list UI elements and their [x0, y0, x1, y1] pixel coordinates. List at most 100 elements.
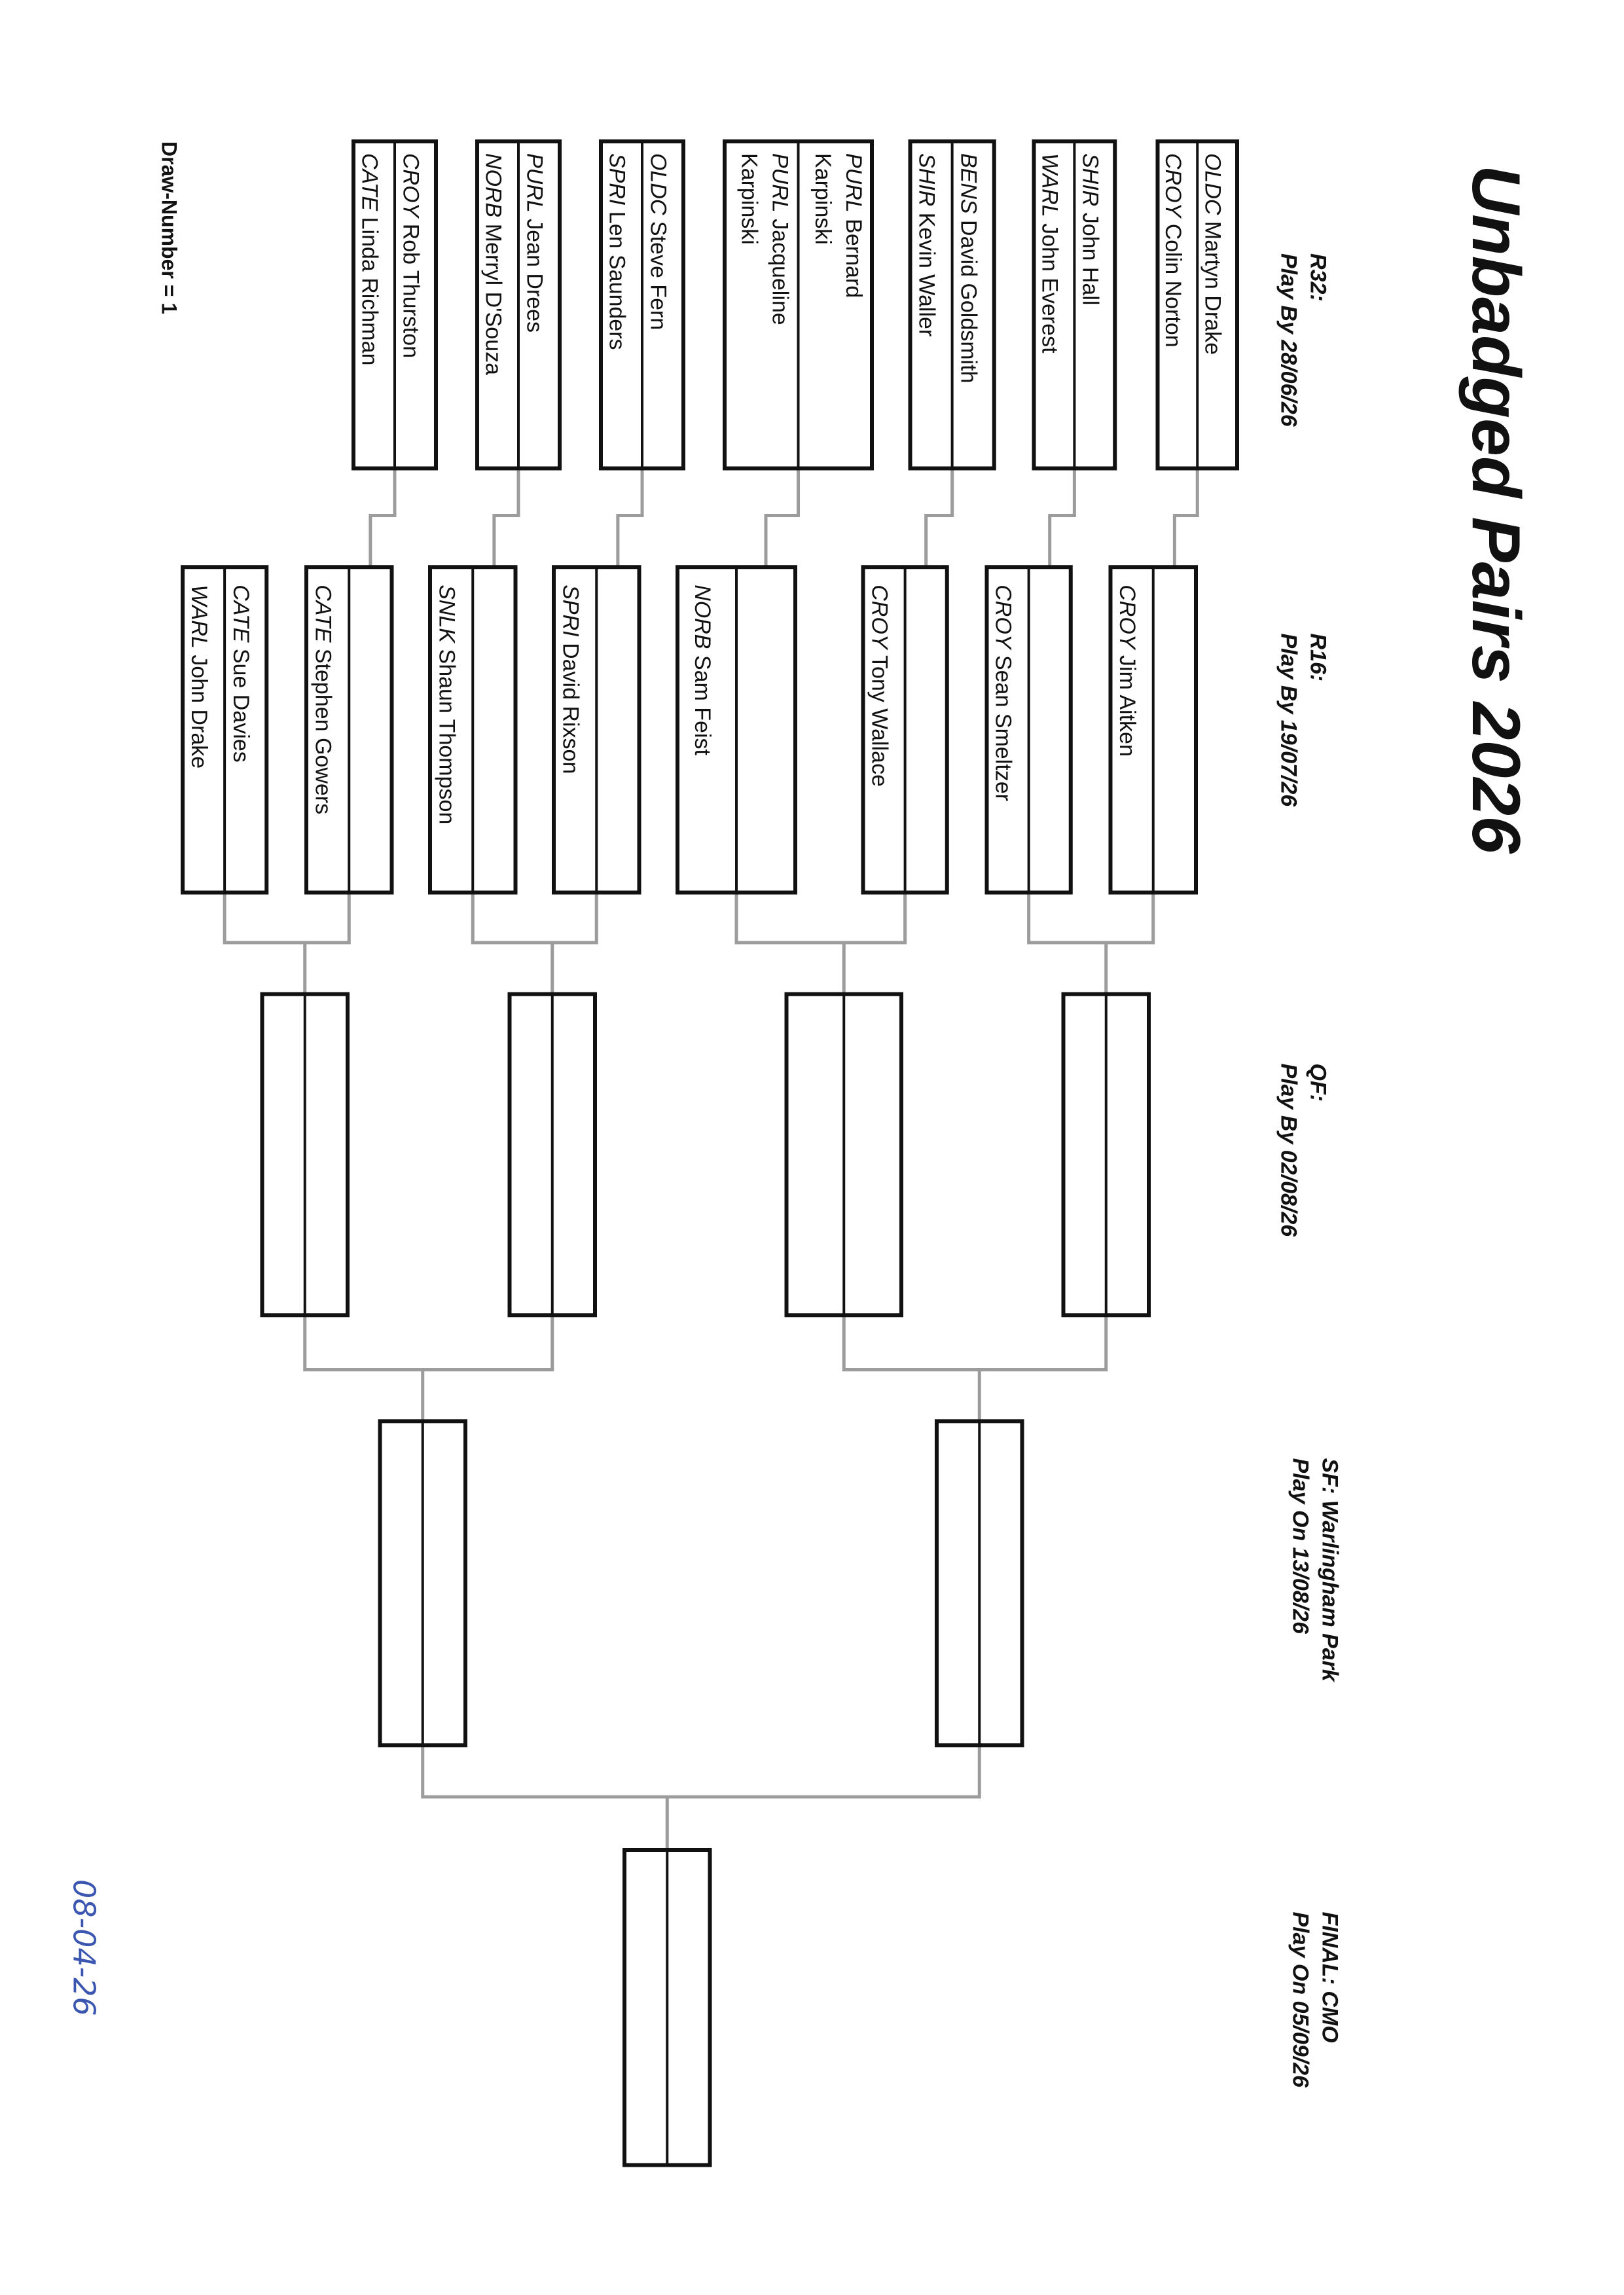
club-code: SPRI — [558, 585, 583, 637]
space — [522, 213, 547, 219]
entrant-name: SPRI David Rixson — [558, 585, 583, 774]
bracket-connector — [734, 892, 907, 945]
player-name: Kevin Waller — [914, 213, 939, 337]
entrant-name: NORB Merryl D'Souza — [481, 153, 506, 375]
entrant-name: CROY Jim Aitken — [1115, 585, 1140, 757]
space — [867, 649, 892, 655]
bracket-connector — [369, 468, 397, 568]
club-code: PURL — [841, 153, 866, 213]
round-deadline: Play By 02/08/26 — [1276, 1064, 1301, 1238]
bracket-connector — [764, 468, 800, 568]
bracket-text: Unbadged Pairs 2026 Draw-Number = 1 08-0… — [67, 141, 1534, 2088]
space — [228, 642, 253, 648]
entrant-name: CROY Tony Wallace — [867, 585, 892, 787]
bracket-connector — [1048, 468, 1076, 568]
player-name: John Drake — [187, 655, 211, 768]
club-code: BENS — [956, 153, 981, 214]
space — [991, 649, 1016, 655]
player-name: Karpinski — [810, 153, 835, 245]
club-code: CROY — [991, 585, 1016, 651]
club-code: CATE — [357, 153, 382, 211]
player-name: Bernard — [841, 219, 866, 298]
space — [1200, 215, 1225, 221]
entrant-name: SHIR John Hall — [1077, 153, 1102, 305]
player-name: Jean Drees — [522, 219, 547, 333]
player-name: John Everest — [1037, 223, 1062, 353]
entrant-name: OLDC Martyn Drake — [1200, 153, 1225, 355]
space — [841, 213, 866, 219]
club-code: OLDC — [646, 153, 671, 215]
space — [1037, 217, 1062, 223]
entrant-name: Karpinski — [736, 153, 761, 245]
round-heading: R16: — [1306, 634, 1331, 682]
entrant-name: PURL Jacqueline — [767, 153, 792, 325]
bracket-connector — [303, 1315, 554, 1371]
club-code: SHIR — [914, 153, 939, 206]
club-code: CROY — [1161, 153, 1185, 219]
bracket-connector — [1172, 468, 1199, 568]
bracket-connector — [471, 892, 598, 945]
handwritten-date: 08-04-26 — [67, 1879, 102, 2016]
space — [646, 215, 671, 221]
player-name: Sue Davies — [228, 649, 253, 763]
entrant-name: CATE Sue Davies — [228, 585, 253, 762]
club-code: CATE — [311, 585, 336, 642]
player-name: Jacqueline — [767, 219, 792, 325]
entrant-name: WARL John Everest — [1037, 153, 1062, 353]
player-name: Len Saunders — [605, 211, 630, 350]
round-heading: R32: — [1306, 253, 1331, 302]
bracket-connector — [924, 468, 954, 568]
space — [914, 206, 939, 212]
club-code: SPRI — [605, 153, 630, 206]
club-code: CATE — [228, 585, 253, 642]
space — [311, 642, 336, 648]
entrant-name: WARL John Drake — [187, 585, 211, 768]
entrant-name: SPRI Len Saunders — [605, 153, 630, 350]
player-name: Steve Fern — [646, 221, 671, 330]
player-name: Colin Norton — [1161, 224, 1185, 348]
entrant-name: CROY Colin Norton — [1161, 153, 1185, 348]
space — [481, 217, 506, 223]
entrant-name: Karpinski — [810, 153, 835, 245]
space — [558, 637, 583, 643]
player-name: Sean Smeltzer — [991, 655, 1016, 801]
space — [605, 205, 630, 211]
bracket-connector — [492, 468, 520, 568]
round-deadline: Play By 19/07/26 — [1276, 634, 1301, 808]
player-name: Rob Thurston — [399, 224, 424, 358]
entrant-name: PURL Bernard — [841, 153, 866, 298]
player-name: Stephen Gowers — [311, 649, 336, 814]
space — [690, 649, 715, 655]
entrant-name: BENS David Goldsmith — [956, 153, 981, 383]
space — [1115, 649, 1140, 655]
player-name: John Hall — [1077, 213, 1102, 306]
bracket-connector — [1027, 892, 1155, 945]
space — [767, 213, 792, 219]
club-code: SHIR — [1077, 153, 1102, 206]
entrant-name: CATE Linda Richman — [357, 153, 382, 365]
entrant-name: NORB Sam Feist — [690, 585, 715, 755]
space — [1161, 217, 1185, 223]
player-name: Tony Wallace — [867, 655, 892, 787]
match-boxes — [181, 139, 1239, 2167]
entrant-name: CROY Rob Thurston — [399, 153, 424, 358]
entrant-name: CATE Stephen Gowers — [311, 585, 336, 814]
space — [1077, 206, 1102, 212]
page-title: Unbadged Pairs 2026 — [1458, 165, 1534, 854]
entrant-name: SHIR Kevin Waller — [914, 153, 939, 336]
club-code: CROY — [1115, 585, 1140, 651]
player-name: Martyn Drake — [1200, 221, 1225, 355]
draw-number: Draw-Number = 1 — [158, 141, 181, 314]
entrant-name: SNLK Shaun Thompson — [435, 585, 460, 824]
bracket-connector — [421, 1745, 981, 1799]
player-name: Jim Aitken — [1115, 655, 1140, 757]
player-name: Linda Richman — [357, 217, 382, 366]
player-name: David Rixson — [558, 643, 583, 774]
club-code: WARL — [187, 585, 211, 649]
space — [187, 649, 211, 655]
club-code: OLDC — [1200, 153, 1225, 215]
round-deadline: Play On 05/09/26 — [1288, 1912, 1313, 2088]
entrant-name: OLDC Steve Fern — [646, 153, 671, 330]
club-code: SNLK — [435, 585, 460, 643]
club-code: CROY — [867, 585, 892, 651]
